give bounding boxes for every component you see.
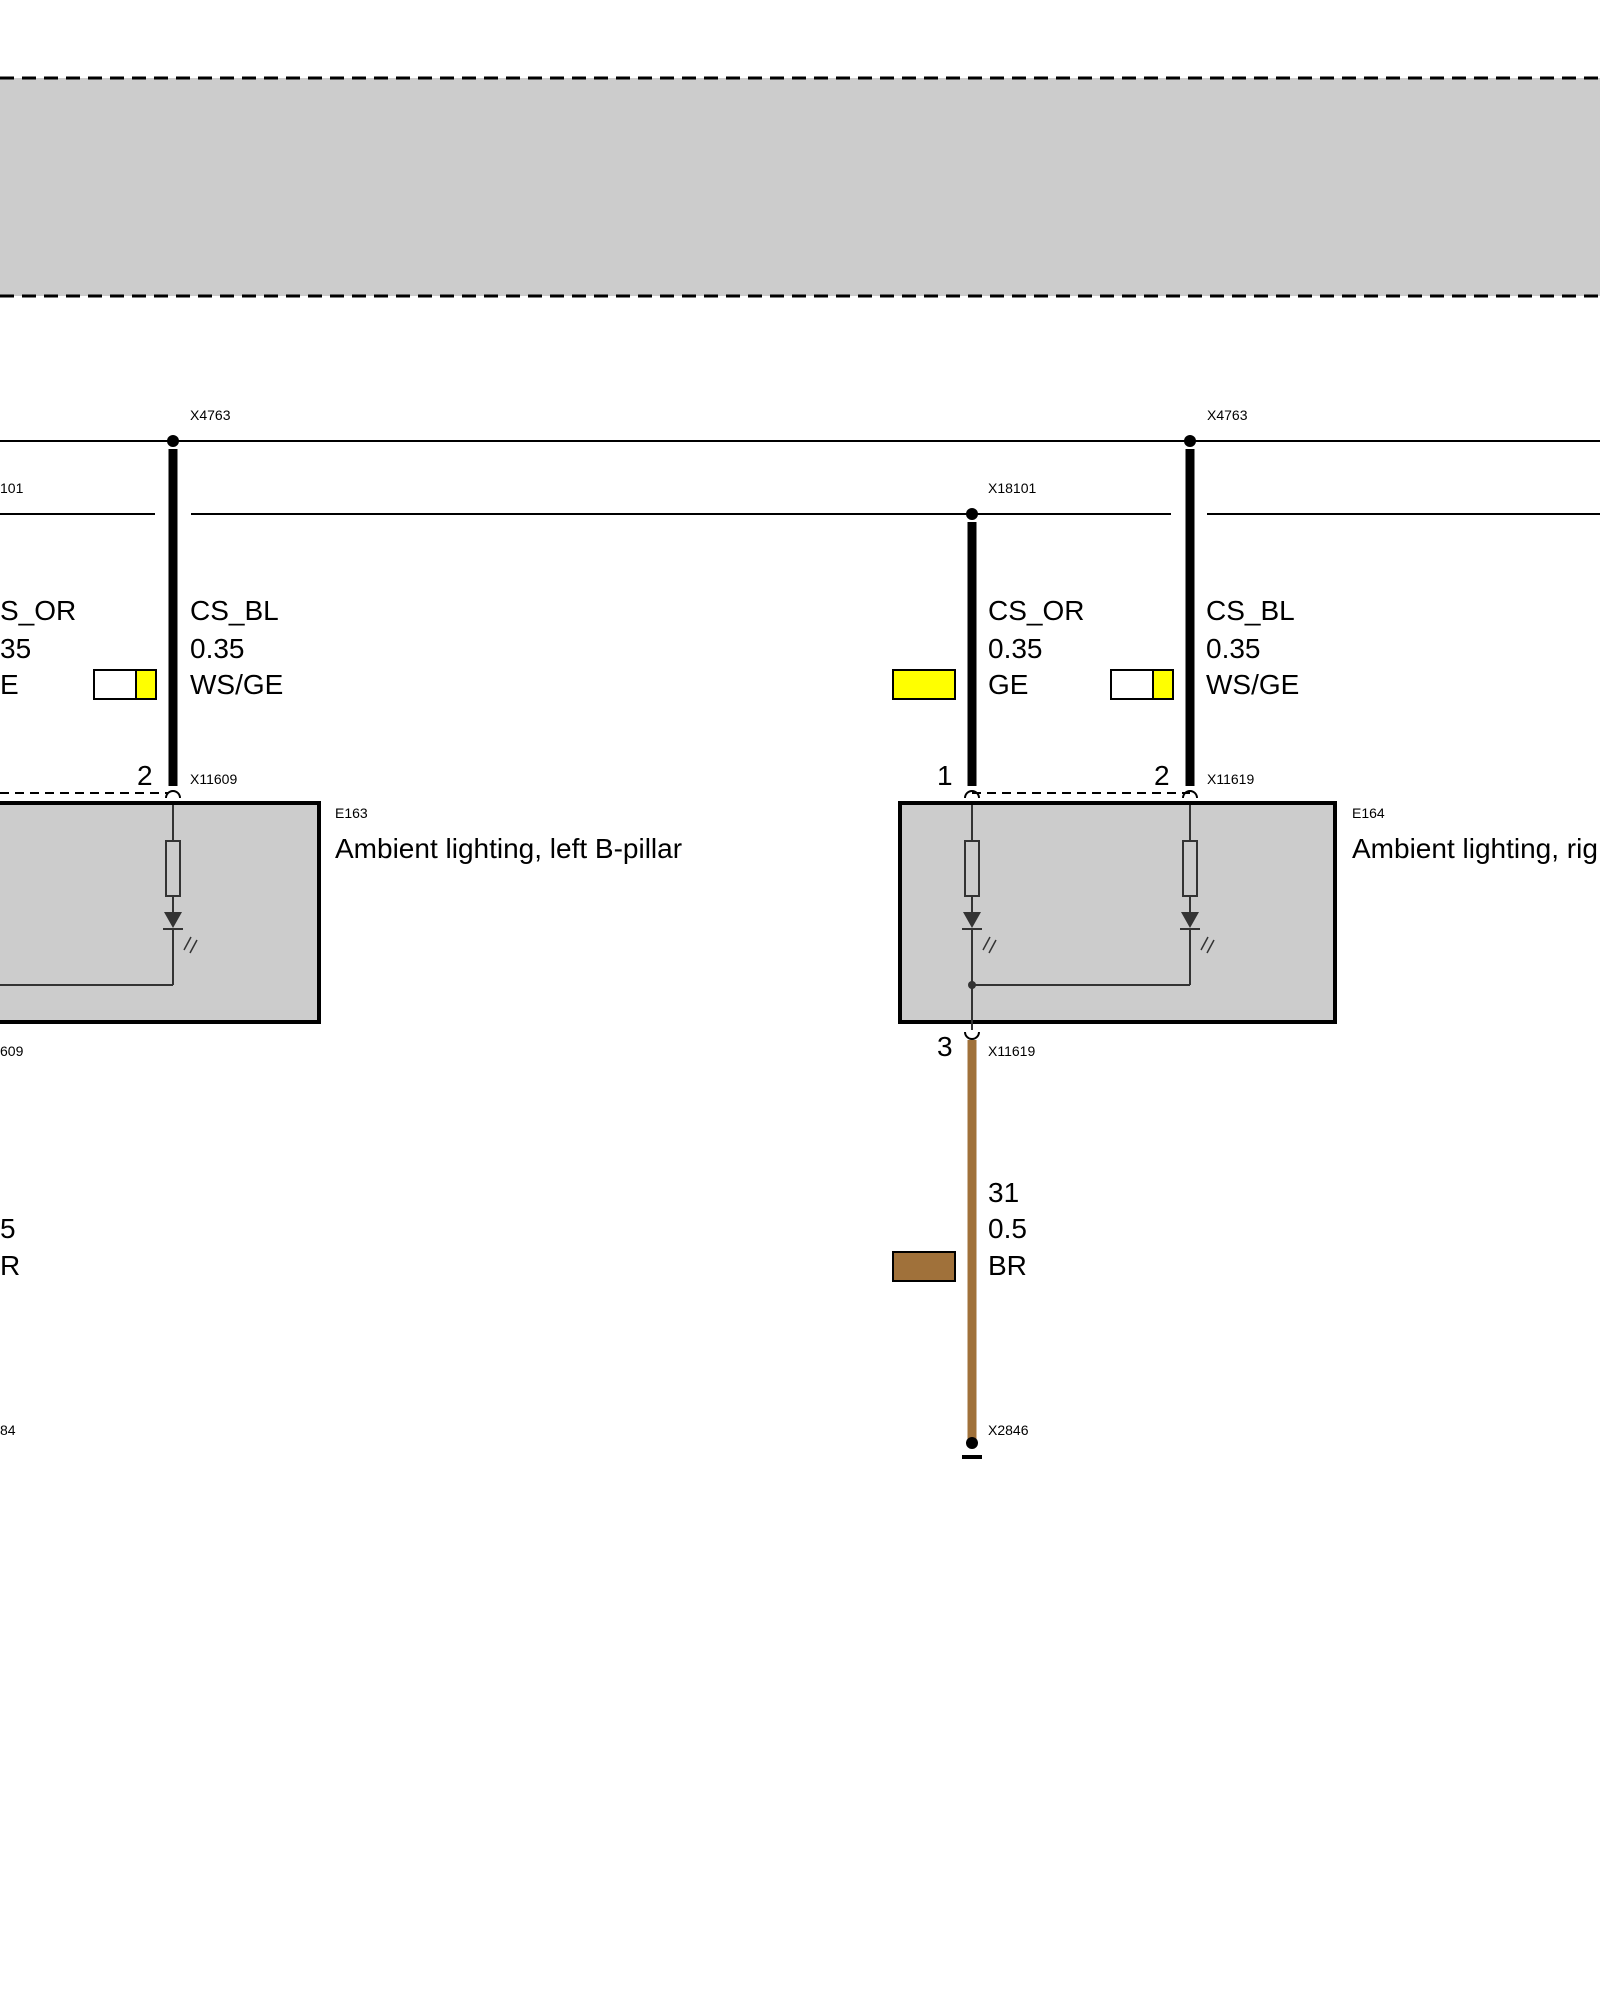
connector-label-x4763-right: X4763	[1207, 407, 1248, 423]
splice-x18101-right	[966, 508, 978, 520]
component-id-e164: E164	[1352, 805, 1385, 821]
swatch-brown-e164-ground	[892, 1251, 956, 1282]
wire-label-e164-ground-color: BR	[988, 1250, 1027, 1281]
splice-x4763-left	[167, 435, 179, 447]
wire-label-e164-bl-signal: CS_BL	[1206, 595, 1295, 626]
led-circuit-e164-b	[972, 805, 1215, 986]
connector-label-x2846: X2846	[988, 1422, 1029, 1438]
wire-label-left-cut-signal: S_OR	[0, 595, 76, 626]
ground-symbol-x2846	[962, 1437, 982, 1459]
swatch-yellow-e164-or	[892, 669, 956, 700]
wire-label-left-ground-color: R	[0, 1250, 20, 1281]
wire-label-left-cut-color: E	[0, 669, 19, 700]
wire-label-e164-ground-gauge: 0.5	[988, 1213, 1027, 1244]
pin-number-e163-2: 2	[137, 760, 153, 791]
connector-label-x11609-top: X11609	[190, 771, 237, 787]
wire-label-e164-or-gauge: 0.35	[988, 633, 1043, 664]
component-id-e163: E163	[335, 805, 368, 821]
wire-label-e163-color: WS/GE	[190, 669, 283, 700]
led-circuit-e163	[0, 805, 198, 986]
wire-label-left-cut-gauge: 35	[0, 633, 31, 664]
pin-number-e164-3: 3	[937, 1031, 953, 1062]
wire-label-e164-or-signal: CS_OR	[988, 595, 1084, 626]
pin-arc-e163-2	[165, 790, 181, 799]
wire-label-e164-bl-gauge: 0.35	[1206, 633, 1261, 664]
pin-arc-e164-3	[964, 1031, 980, 1040]
wire-label-left-ground-gauge: 5	[0, 1213, 16, 1244]
connector-label-x18101-right: X18101	[988, 480, 1036, 496]
pin-arc-e164-2	[1182, 790, 1198, 799]
component-description-e163: Ambient lighting, left B-pillar	[335, 833, 682, 864]
connector-label-x11619-top: X11619	[1207, 771, 1254, 787]
splice-x4763-right	[1184, 435, 1196, 447]
pin-number-e164-1: 1	[937, 760, 953, 791]
header-band	[0, 78, 1600, 296]
swatch-white-yellow-e163	[93, 669, 157, 700]
pin-number-e164-2: 2	[1154, 760, 1170, 791]
wire-label-e164-bl-color: WS/GE	[1206, 669, 1299, 700]
connector-label-x18101-left-cut: 101	[0, 480, 24, 496]
connector-label-ground-left-cut: 84	[0, 1422, 16, 1438]
connector-label-x11619-bottom: X11619	[988, 1043, 1035, 1059]
wire-label-e163-signal: CS_BL	[190, 595, 279, 626]
wire-label-e163-gauge: 0.35	[190, 633, 245, 664]
wire-label-e164-ground-signal: 31	[988, 1177, 1019, 1208]
component-box-e163	[0, 801, 321, 1024]
connector-label-x11609-bottom-cut: 609	[0, 1043, 24, 1059]
connector-label-x4763-left: X4763	[190, 407, 231, 423]
component-description-e164: Ambient lighting, rig	[1352, 833, 1598, 864]
swatch-white-yellow-e164-bl	[1110, 669, 1174, 700]
wire-label-e164-or-color: GE	[988, 669, 1028, 700]
pin-arc-e164-1	[964, 790, 980, 799]
